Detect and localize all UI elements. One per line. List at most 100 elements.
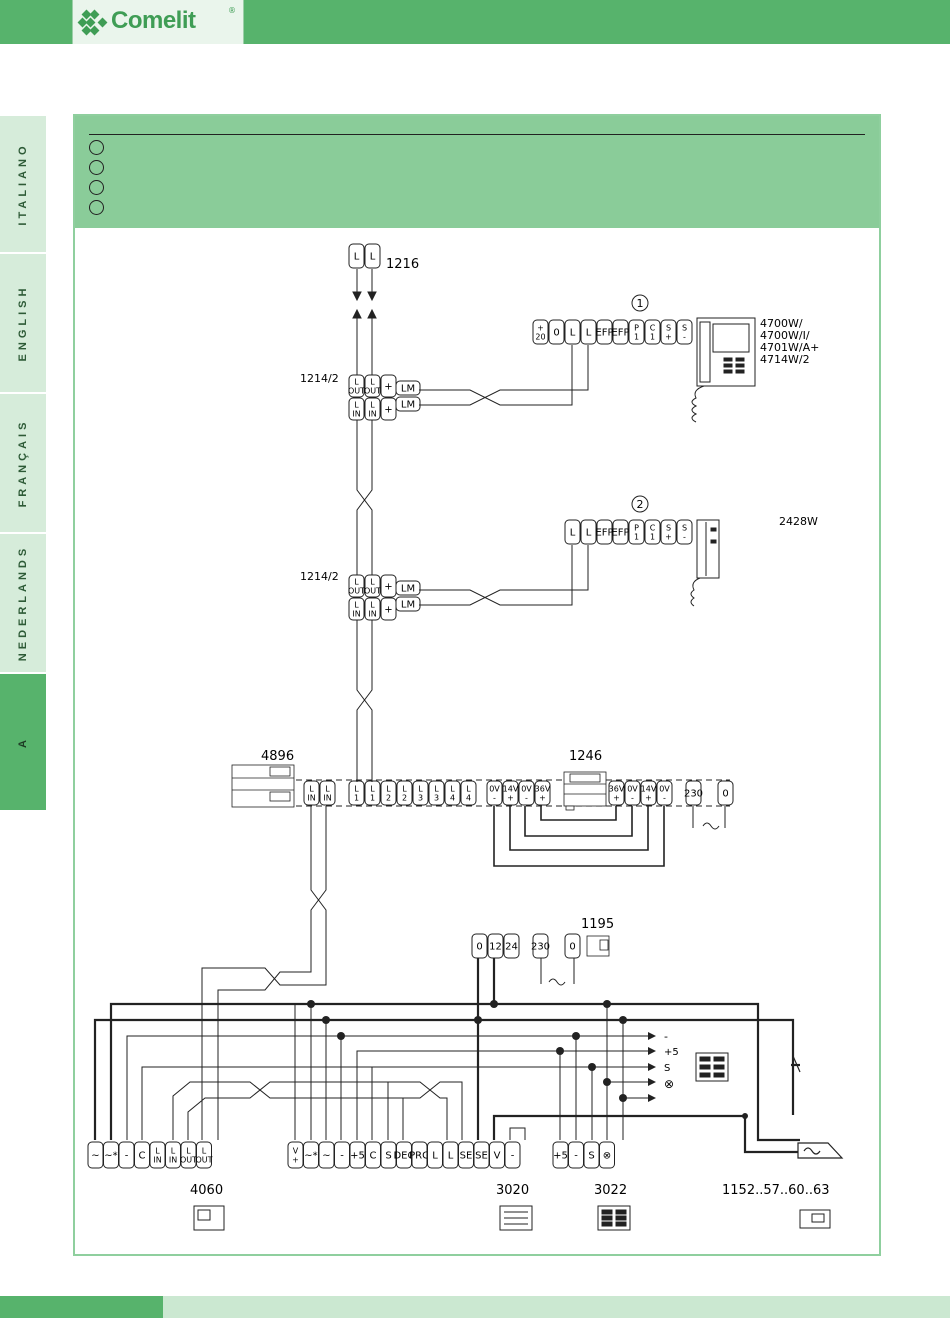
bus4896-terminal (412, 780, 429, 806)
tab-francais[interactable]: FRANÇAIS (0, 394, 46, 534)
m1214-top-terminal-label: + (384, 382, 392, 393)
monitor-1-marker (631, 294, 649, 312)
bus4896-terminal-label: L (354, 784, 359, 793)
t4060-terminal-label: OUT (180, 1155, 197, 1164)
mains-wiring (540, 806, 726, 986)
tab-a[interactable]: A (0, 674, 46, 812)
header-rule (89, 134, 865, 135)
bus4896-terminal-label: L (466, 784, 471, 793)
bus-label-plus5: +5 (664, 1047, 679, 1058)
t3020-terminal-label: SE (460, 1151, 473, 1162)
monitor-1-number: 1 (637, 297, 644, 310)
bus4896-terminal-label: L (386, 784, 391, 793)
psu1246-terminal-label: 14V (503, 784, 519, 793)
bus4896-terminal (380, 780, 397, 806)
monitor1-terminal-label: L (586, 328, 592, 339)
monitor1-terminal (628, 319, 645, 345)
bus-arrowheads (648, 1032, 656, 1102)
junction-dots (307, 1000, 748, 1119)
bus4896-terminal (444, 780, 461, 806)
bus4896-terminal-label: L (418, 784, 423, 793)
label-4896: 4896 (261, 749, 294, 764)
bus-label-lamp: ⊗ (664, 1077, 674, 1091)
t4060-terminal-label: ~* (104, 1151, 117, 1162)
m1214-bottom-terminal-label: L (354, 600, 359, 609)
comelit-mark-icon (77, 9, 108, 36)
psu1246-terminal-label: 230 (684, 789, 703, 800)
t1195-terminal (471, 933, 488, 959)
label-model-4701wa: 4701W/A+ (760, 341, 819, 354)
label-model-4700w: 4700W/ (760, 317, 803, 330)
t4060-terminal-label: IN (169, 1155, 177, 1164)
m1214-top-terminal-label: + (384, 405, 392, 416)
psu1246-terminal-label: + (539, 793, 546, 802)
t4060-terminal-label: - (125, 1151, 129, 1162)
monitor2-terminal-label: 1 (634, 532, 639, 541)
m1214-bottom-terminal-label: IN (368, 609, 376, 618)
t4060-terminal (196, 1141, 212, 1169)
t4060-terminal-label: L (202, 1146, 207, 1155)
brand-logo: Comelit ® (72, 0, 244, 44)
label-1195: 1195 (581, 917, 614, 932)
psu1246-terminal (608, 780, 625, 806)
t4060-terminal-label: ~ (91, 1151, 99, 1162)
label-1152: 1152..57..60..63 (722, 1183, 830, 1198)
bus4896-terminal-label: L (309, 784, 314, 793)
t1195-terminal-label: 0 (569, 942, 575, 953)
label-2428w: 2428W (779, 515, 818, 528)
m1214-top-terminal (395, 396, 421, 412)
signal-wiring (126, 1004, 655, 1140)
t3022-terminal-label: +5 (553, 1151, 568, 1162)
psu1246-terminal-label: - (631, 793, 634, 802)
t3020-terminal-label: L (448, 1151, 454, 1162)
t1216-terminal (364, 243, 381, 269)
monitor2-terminal-label: + (665, 532, 672, 541)
monitor1-terminal (596, 319, 613, 345)
monitor1-terminal (644, 319, 661, 345)
t3020-terminal-label: PRG (409, 1151, 430, 1162)
bus4896-terminal-label: L (370, 784, 375, 793)
monitor2-terminal-label: S (666, 523, 671, 532)
monitor1-terminal-label: 0 (553, 328, 559, 339)
t1216-terminal-label: L (354, 252, 360, 263)
monitor2-terminal (596, 519, 613, 545)
lang-marker-2 (89, 160, 104, 175)
tab-italiano[interactable]: ITALIANO (0, 116, 46, 254)
psu1246-terminal-label: - (663, 793, 666, 802)
psu1246-terminal-label: 0V (627, 784, 638, 793)
m1214-top-terminal-label: OUT (364, 386, 381, 395)
bus4896-terminal-label: L (325, 784, 330, 793)
t3022-terminal-label: ⊗ (603, 1151, 611, 1162)
power-supply-icon (563, 771, 607, 811)
bus4896-terminal-label: 3 (434, 793, 439, 802)
psu1246-terminal-label: + (645, 793, 652, 802)
tab-english[interactable]: ENGLISH (0, 254, 46, 394)
psu1246-terminal (685, 780, 702, 806)
m1214-top-terminal-label: LM (401, 400, 415, 411)
monitor2-terminal-label: 1 (650, 532, 655, 541)
psu1246-terminal-label: 36V (609, 784, 625, 793)
product-icon-3020 (499, 1205, 533, 1231)
monitor1-terminal-label: C (650, 323, 656, 332)
transformer-icon (586, 935, 610, 957)
t3020-terminal-label: DEC (393, 1151, 414, 1162)
monitor2-terminal (628, 519, 645, 545)
t1195-terminal-label: 24 (505, 942, 518, 953)
lang-marker-4 (89, 200, 104, 215)
m1214-bottom-terminal-label: LM (401, 584, 415, 595)
label-1246: 1246 (569, 749, 602, 764)
bus-dashed (296, 779, 730, 807)
m1214-bottom-terminal-label: + (384, 605, 392, 616)
m1214-top-terminal-label: IN (352, 409, 360, 418)
tab-nederlands[interactable]: NEDERLANDS (0, 534, 46, 674)
product-icon-1152 (799, 1209, 831, 1229)
psu1246-terminal-label: - (525, 793, 528, 802)
t3020-terminal-label: + (292, 1155, 299, 1164)
label-3020: 3020 (496, 1183, 529, 1198)
monitor2-terminal (660, 519, 677, 545)
riser-wiring (356, 345, 589, 782)
m1214-bottom-terminal (395, 596, 421, 612)
bus4896-terminal (460, 780, 477, 806)
